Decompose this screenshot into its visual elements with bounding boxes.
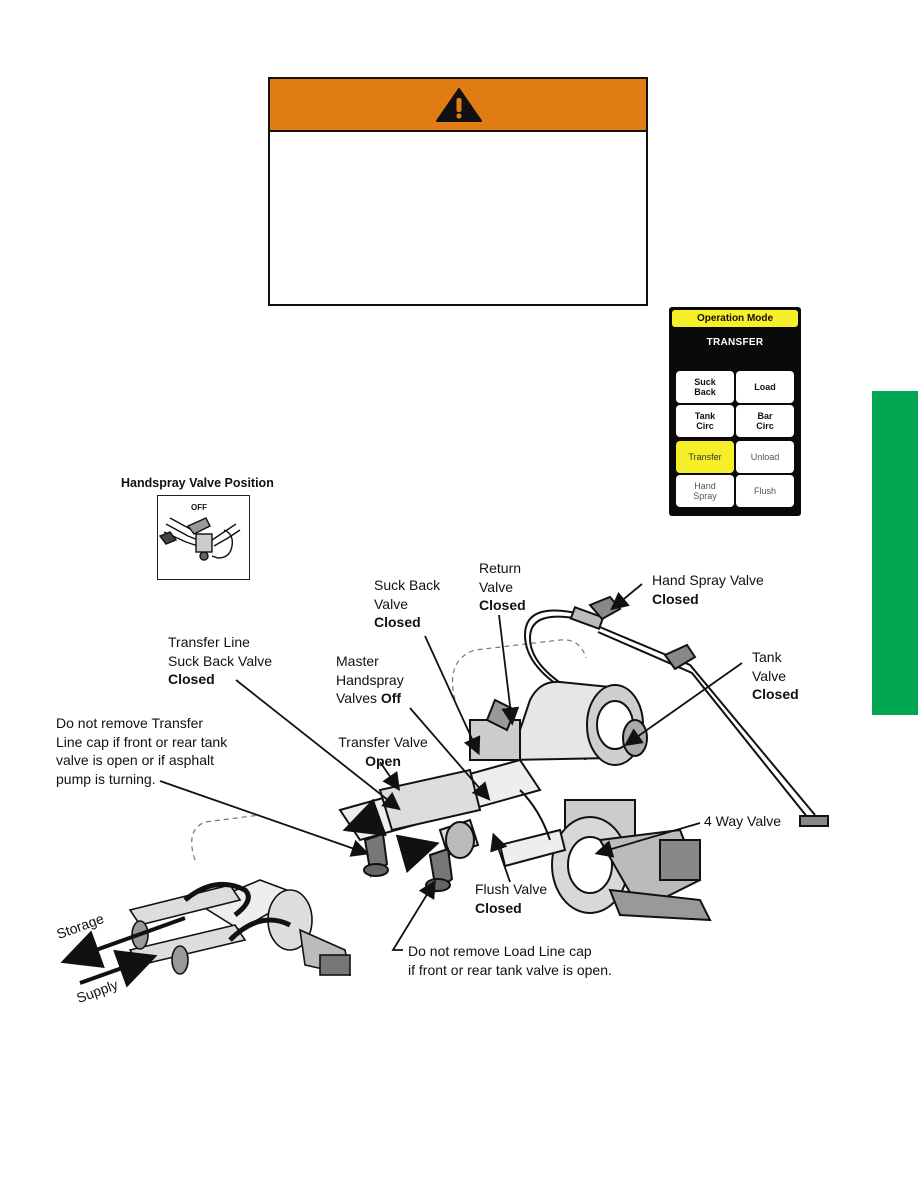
mode-button-unload[interactable]: Unload bbox=[736, 441, 794, 473]
section-side-tab bbox=[872, 391, 918, 715]
mode-button-label: Back bbox=[694, 387, 716, 397]
mode-button-flush[interactable]: Flush bbox=[736, 475, 794, 507]
mode-button-label: Flush bbox=[753, 486, 776, 496]
mode-button-label: Hand bbox=[694, 481, 716, 491]
operation-mode-title: Operation Mode bbox=[672, 310, 798, 327]
mode-button-label: Circ bbox=[756, 421, 774, 431]
mode-button-label: Suck bbox=[694, 377, 716, 387]
handspray-position-title: Handspray Valve Position bbox=[121, 476, 274, 490]
four-way-valve-label: 4 Way Valve bbox=[704, 813, 782, 829]
mode-button-label: Tank bbox=[694, 411, 716, 421]
mode-button-load[interactable]: Load bbox=[736, 371, 794, 403]
handspray-position-figure bbox=[157, 495, 250, 580]
mode-button-transfer[interactable]: Transfer bbox=[676, 441, 734, 473]
mode-button-label: Transfer bbox=[688, 452, 722, 462]
mode-button-label: Load bbox=[754, 382, 776, 392]
operation-mode-value: TRANSFER bbox=[706, 337, 764, 348]
mode-button-label: Unload bbox=[750, 452, 780, 462]
mode-button-label: Circ bbox=[696, 421, 714, 431]
handspray-valve-icon bbox=[158, 517, 241, 561]
warning-box bbox=[268, 77, 648, 306]
mode-button-label: Spray bbox=[693, 491, 717, 501]
warning-header bbox=[270, 79, 646, 132]
mode-button-label: Bar bbox=[757, 411, 773, 421]
warning-triangle-icon bbox=[436, 88, 482, 122]
handspray-off-label: OFF bbox=[191, 503, 207, 512]
